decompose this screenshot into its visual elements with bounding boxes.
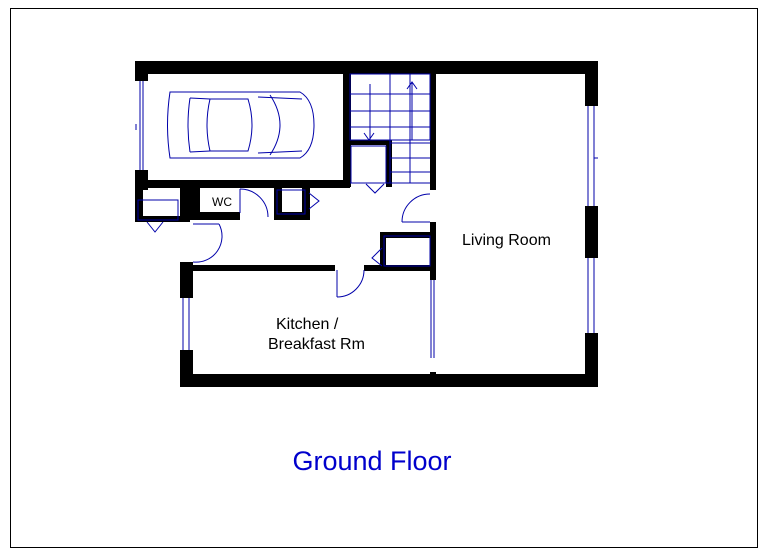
window-icon (182, 298, 190, 350)
walls (135, 61, 598, 387)
door-swing-icon (137, 145, 431, 298)
window-icon (135, 81, 144, 170)
room-label-kitchen-line1: Kitchen / (276, 316, 339, 333)
fixtures (135, 73, 598, 358)
window-icon (587, 258, 595, 333)
car-icon (167, 91, 315, 159)
page-border (10, 8, 758, 548)
room-label-kitchen-line2: Breakfast Rm (268, 336, 365, 353)
staircase-icon (349, 73, 431, 184)
floor-title: Ground Floor (292, 446, 451, 476)
room-label-living-room: Living Room (462, 232, 551, 249)
window-icon (587, 106, 598, 206)
room-label-wc: WC (212, 195, 232, 209)
